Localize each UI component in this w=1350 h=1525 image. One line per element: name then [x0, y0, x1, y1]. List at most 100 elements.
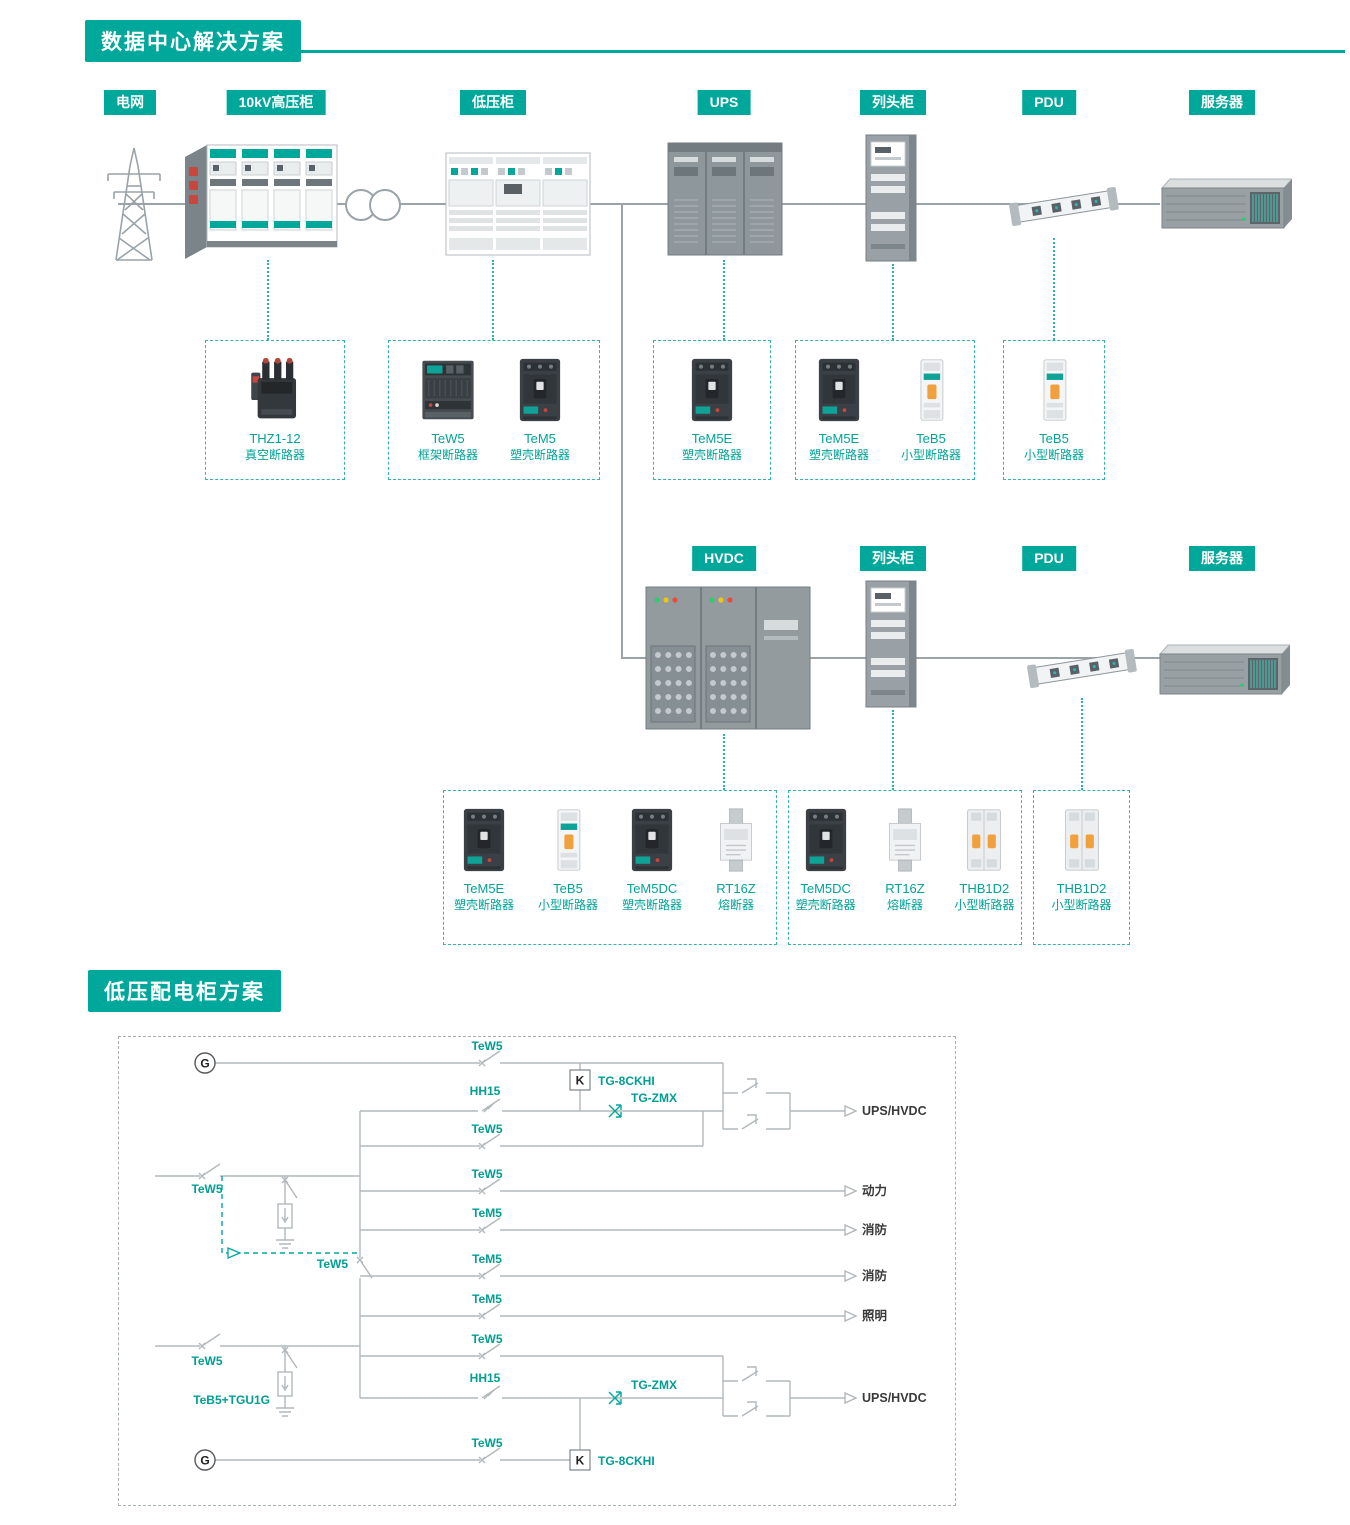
connector-row-callout	[892, 264, 894, 340]
connector-hv-callout	[267, 260, 269, 340]
node-badge-pdu: PDU	[1022, 90, 1076, 115]
label-tew5-feed-upper: TeW5	[191, 1182, 222, 1196]
output-fire1: 消防	[862, 1222, 888, 1237]
server-icon	[1161, 178, 1292, 229]
generator-label-top: G	[200, 1057, 209, 1071]
callout-lv-breakers: TeW5 框架断路器 TeM5 塑壳断路器	[388, 340, 600, 480]
connector-pdu2-callout	[1081, 698, 1083, 790]
product-name: TeB5	[1039, 431, 1069, 446]
product-teb5: TeB5 小型断路器	[1011, 354, 1097, 463]
label-tg8ckhi-bottom: TG-8CKHI	[598, 1454, 655, 1468]
chain1-bus-line	[118, 203, 1160, 205]
section2-title: 低压配电柜方案	[88, 970, 281, 1012]
section1-title-rule	[90, 50, 1345, 53]
callout-hvdc-breakers: TeM5E 塑壳断路器 TeB5 小型断路器 TeM5DC 塑壳断路器 RT16…	[443, 790, 777, 945]
section1-title: 数据中心解决方案	[85, 20, 301, 62]
node-badge-hv-cabinet: 10kV高压柜	[226, 90, 326, 115]
mcb-image	[1043, 359, 1067, 421]
label-tew5-top: TeW5	[471, 1039, 502, 1053]
product-thz1-12: THZ1-12 真空断路器	[232, 354, 318, 463]
product-tew5: TeW5 框架断路器	[405, 354, 491, 463]
product-name: TeM5E	[818, 431, 860, 446]
node-badge-server-2: 服务器	[1189, 546, 1255, 571]
label-hh15-bottom: HH15	[470, 1371, 501, 1385]
spd-symbols	[608, 1104, 622, 1405]
node-badge-row-cabinet-2: 列头柜	[860, 546, 926, 571]
product-name: THB1D2	[1056, 881, 1107, 896]
product-tem5: TeM5 塑壳断路器	[497, 354, 583, 463]
product-name: TeM5DC	[800, 881, 851, 896]
product-name: TeW5	[431, 431, 465, 446]
callout-pdu2-breakers: THB1D2 小型断路器	[1033, 790, 1130, 945]
mccb-image	[631, 808, 673, 872]
label-teb5-tgu1g: TeB5+TGU1G	[193, 1393, 270, 1407]
product-name: TeB5	[553, 881, 583, 896]
ups-cabinet-icon	[667, 142, 783, 256]
k-coil-box-top	[569, 1069, 591, 1091]
callout-ups-breakers: TeM5E 塑壳断路器	[653, 340, 771, 480]
mccb-image	[805, 808, 846, 872]
product-desc: 小型断路器	[1023, 448, 1084, 462]
label-tew5-line2: TeW5	[471, 1122, 502, 1136]
label-tew5-power: TeW5	[471, 1167, 502, 1181]
pdu-icon-2	[1026, 648, 1138, 689]
node-badge-row-cabinet: 列头柜	[860, 90, 926, 115]
chain2-drop-line	[621, 203, 623, 658]
product-rt16z: RT16Z 熔断器	[868, 804, 941, 913]
product-tem5e: TeM5E 塑壳断路器	[669, 354, 755, 463]
product-desc: 塑壳断路器	[681, 448, 742, 462]
k-label-top: K	[576, 1074, 585, 1088]
output-ups-hvdc-top: UPS/HVDC	[862, 1104, 927, 1118]
product-tem5e: TeM5E 塑壳断路器	[796, 354, 882, 463]
node-badge-ups: UPS	[697, 90, 751, 115]
callout-hv-breakers: THZ1-12 真空断路器	[205, 340, 345, 480]
product-tem5e: TeM5E 塑壳断路器	[445, 804, 523, 913]
product-rt16z: RT16Z 熔断器	[697, 804, 775, 913]
product-desc: 塑壳断路器	[621, 898, 682, 912]
product-desc: 小型断路器	[900, 448, 961, 462]
row-cabinet-icon	[865, 134, 917, 262]
hvdc-cabinet-icon	[643, 582, 813, 734]
mccb-image	[818, 358, 860, 422]
output-power: 动力	[862, 1183, 887, 1198]
single-line-diagram: G G K K TeW5 HH15 TG-8CKHI TG-ZMX TeW5 T…	[155, 1039, 927, 1471]
label-tew5-line5: TeW5	[471, 1332, 502, 1346]
product-desc: 熔断器	[886, 898, 923, 912]
pdu-icon	[1008, 186, 1120, 227]
label-tg8ckhi-top: TG-8CKHI	[598, 1074, 655, 1088]
generator-label-bottom: G	[200, 1454, 209, 1468]
product-thb1d2: THB1D2 小型断路器	[1043, 804, 1121, 913]
fuse-image	[888, 808, 922, 872]
mcb-2pole-image	[1064, 809, 1099, 871]
label-tem5-fire2: TeM5	[472, 1252, 502, 1266]
row-cabinet-icon-2	[865, 580, 917, 708]
product-name: TeM5	[524, 431, 556, 446]
product-teb5: TeB5 小型断路器	[529, 804, 607, 913]
product-desc: 框架断路器	[417, 448, 478, 462]
transformer-icon	[345, 189, 401, 221]
product-name: RT16Z	[716, 881, 756, 896]
product-desc: 真空断路器	[244, 448, 305, 462]
node-badge-server: 服务器	[1189, 90, 1255, 115]
product-name: THZ1-12	[249, 431, 301, 446]
product-name: TeM5DC	[626, 881, 678, 896]
server-icon-2	[1159, 644, 1290, 695]
node-badge-lv-cabinet: 低压柜	[460, 90, 526, 115]
generator-symbol-top	[194, 1052, 216, 1074]
generator-symbol-bottom	[194, 1449, 216, 1471]
k-coil-box-bottom	[569, 1449, 591, 1471]
mcb-2pole-image	[967, 809, 1002, 871]
interlock-direction-triangle	[227, 1247, 242, 1259]
mccb-image	[463, 808, 505, 872]
label-tgzmx-top: TG-ZMX	[631, 1091, 677, 1105]
connector-row2-callout	[892, 710, 894, 790]
product-desc: 小型断路器	[1051, 898, 1112, 912]
schematic-wires	[155, 1050, 857, 1464]
label-tew5-feed-lower: TeW5	[191, 1354, 222, 1368]
output-fire2: 消防	[862, 1268, 888, 1283]
product-name: RT16Z	[885, 881, 925, 896]
product-desc: 熔断器	[717, 898, 754, 912]
callout-row2-breakers: TeM5DC 塑壳断路器 RT16Z 熔断器 THB1D2 小型断路器	[788, 790, 1022, 945]
node-badge-pdu-2: PDU	[1022, 546, 1076, 571]
product-name: TeM5E	[691, 431, 733, 446]
